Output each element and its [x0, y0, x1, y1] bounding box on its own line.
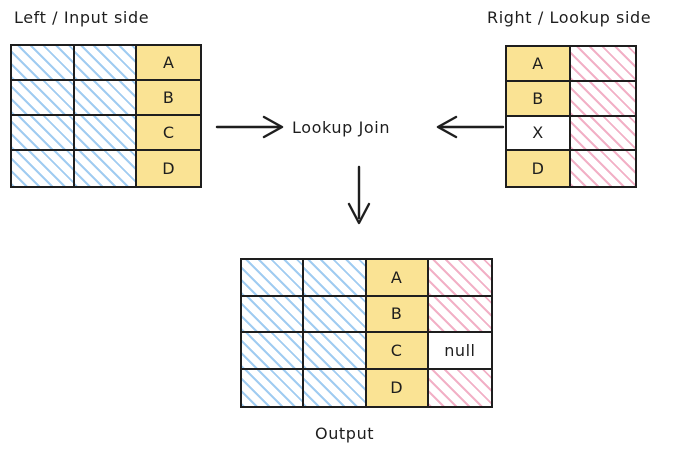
table-cell [428, 296, 491, 333]
table-cell: B [137, 81, 200, 116]
table-cell [571, 116, 635, 152]
table-cell [12, 151, 75, 186]
table-cell: A [366, 260, 429, 297]
table-cell [12, 116, 75, 151]
table-cell [428, 260, 491, 297]
table-cell [571, 47, 635, 82]
table-cell [304, 260, 367, 297]
table-cell [242, 260, 305, 297]
left-table-title: Left / Input side [14, 8, 150, 27]
table-cell [571, 81, 635, 117]
table-cell: A [507, 47, 571, 82]
table-cell: B [366, 296, 429, 333]
table-cell [242, 369, 305, 406]
table-cell: A [137, 46, 200, 81]
lookup-join-label: Lookup Join [292, 118, 391, 137]
table-cell: C [137, 116, 200, 151]
table-cell: D [507, 151, 571, 186]
arrow-right-to-join-icon [436, 115, 505, 139]
table-cell [74, 46, 138, 81]
table-cell [74, 116, 138, 151]
table-cell [12, 46, 75, 81]
table-cell: D [137, 151, 200, 186]
table-cell: C [366, 333, 429, 370]
table-cell: B [507, 81, 571, 117]
table-cell: D [366, 369, 429, 406]
table-cell [304, 333, 367, 370]
table-cell [74, 81, 138, 116]
table-cell [304, 369, 367, 406]
table-cell [428, 369, 491, 406]
arrow-left-to-join-icon [215, 115, 284, 139]
table-cell [242, 296, 305, 333]
arrow-join-to-output-icon [347, 165, 371, 225]
table-cell [304, 296, 367, 333]
right-table-title: Right / Lookup side [487, 8, 652, 27]
table-cell [242, 333, 305, 370]
output-table-title: Output [315, 424, 375, 443]
table-cell [571, 151, 635, 186]
table-cell: null [428, 333, 491, 370]
table-cell [74, 151, 138, 186]
table-cell: X [507, 116, 571, 152]
table-cell [12, 81, 75, 116]
